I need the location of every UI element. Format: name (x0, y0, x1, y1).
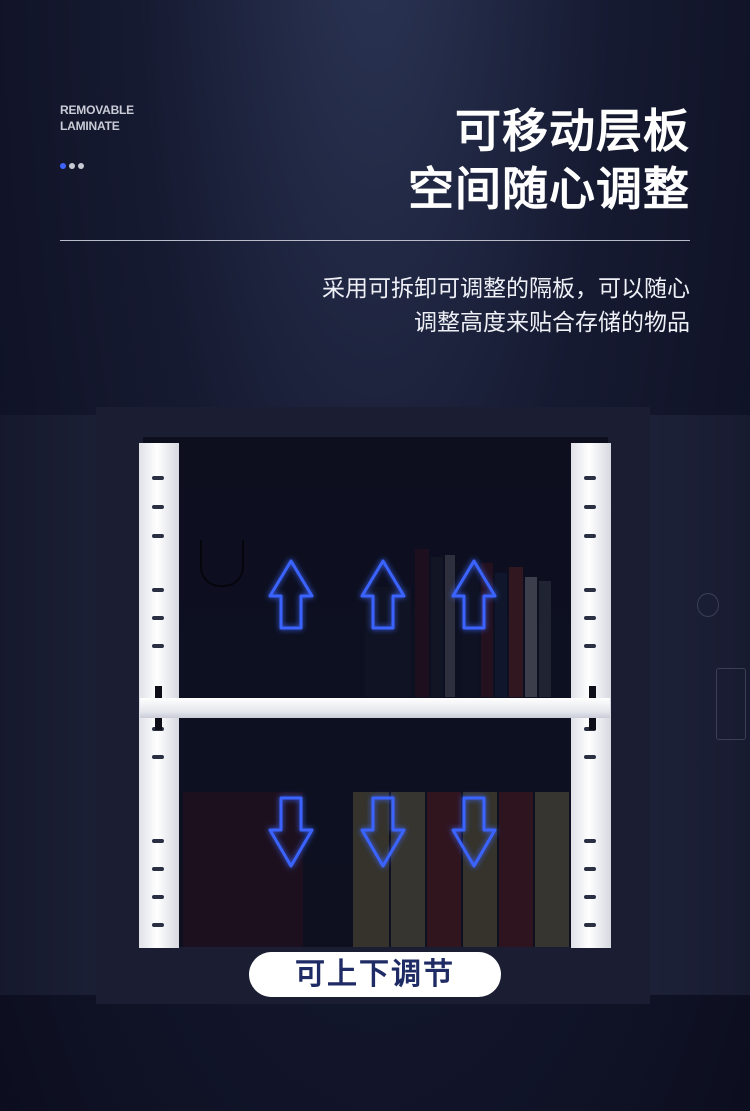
shelf-clip (589, 718, 596, 730)
interior-shade (143, 437, 608, 947)
arrow-down-icon (360, 796, 406, 868)
indicator-dot-active (60, 163, 66, 169)
post-slot (152, 616, 164, 620)
indicator-dot (69, 163, 75, 169)
shelf-clip (589, 686, 596, 698)
post-slot (584, 755, 596, 759)
page-indicator (60, 163, 84, 169)
english-subtitle-line2: LAMINATE (60, 119, 120, 133)
shelf-clip (155, 718, 162, 730)
cabinet-interior (143, 437, 608, 947)
english-subtitle-line1: REMOVABLE (60, 103, 134, 117)
post-slot (152, 644, 164, 648)
headline-line1: 可移动层板 (455, 105, 690, 157)
description-line1: 采用可拆卸可调整的隔板，可以随心 (322, 275, 690, 301)
door-lock-icon (716, 668, 746, 740)
indicator-dot (78, 163, 84, 169)
post-slot (584, 505, 596, 509)
post-slot (152, 476, 164, 480)
adjustable-badge: 可上下调节 (249, 952, 501, 997)
arrow-down-icon (268, 796, 314, 868)
post-slot (584, 534, 596, 538)
post-slot (152, 755, 164, 759)
post-slot (152, 505, 164, 509)
door-knob-icon (697, 593, 719, 617)
arrow-up-icon (268, 559, 314, 630)
cabinet-right-door (650, 415, 750, 995)
post-slot (152, 588, 164, 592)
post-slot (152, 839, 164, 843)
arrow-up-icon (360, 559, 406, 630)
divider (60, 240, 690, 241)
cabinet-left-door (0, 415, 108, 995)
post-slot (584, 867, 596, 871)
headline-line2: 空间随心调整 (408, 163, 690, 215)
post-slot (152, 895, 164, 899)
hook-icon (200, 540, 244, 587)
post-slot (584, 895, 596, 899)
arrow-down-icon (451, 796, 497, 868)
arrow-up-icon (451, 559, 497, 630)
post-slot (584, 644, 596, 648)
post-slot (152, 923, 164, 927)
english-subtitle: REMOVABLE LAMINATE (60, 102, 134, 134)
post-slot (584, 923, 596, 927)
description-line2: 调整高度来贴合存储的物品 (414, 309, 690, 335)
shelf-clip (155, 686, 162, 698)
post-slot (584, 588, 596, 592)
post-slot (152, 534, 164, 538)
post-slot (584, 839, 596, 843)
post-slot (584, 616, 596, 620)
adjustable-shelf[interactable] (140, 698, 610, 718)
post-slot (584, 476, 596, 480)
post-slot (152, 867, 164, 871)
